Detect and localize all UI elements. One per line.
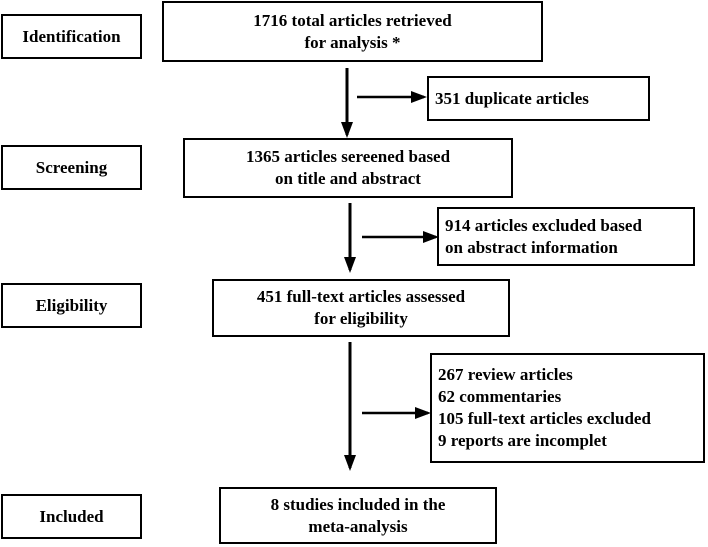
stage-included-label: Included bbox=[39, 506, 104, 526]
screened-box: 1365 articles sereened based on title an… bbox=[183, 138, 513, 198]
screened-line-1: 1365 articles sereened based bbox=[245, 147, 451, 166]
eligible-line-2: for eligibility bbox=[314, 309, 408, 328]
included-line-1: 8 studies included in the bbox=[270, 494, 446, 514]
stage-eligibility-label: Eligibility bbox=[35, 295, 108, 315]
identified-line-2: for analysis * bbox=[304, 32, 401, 52]
stage-screening: Screening bbox=[1, 145, 142, 190]
included-line-2: meta-analysis bbox=[308, 516, 408, 536]
duplicates-box: 351 duplicate articles bbox=[427, 76, 650, 121]
excluded-abstract-line-2: on abstract information bbox=[445, 237, 618, 257]
stage-identification: Identification bbox=[1, 14, 142, 59]
eligible-box: 451 full-text articles assessed for elig… bbox=[212, 279, 510, 337]
stage-eligibility: Eligibility bbox=[1, 283, 142, 328]
stage-identification-label: Identification bbox=[22, 26, 121, 46]
excluded-fulltext-line-4: 9 reports are incomplet bbox=[438, 431, 607, 450]
excluded-fulltext-line-1: 267 review articles bbox=[438, 365, 573, 384]
excluded-abstract-box: 914 articles excluded based on abstract … bbox=[437, 207, 695, 266]
excluded-fulltext-line-3: 105 full-text articles excluded bbox=[438, 409, 651, 428]
stage-included: Included bbox=[1, 494, 142, 539]
excluded-fulltext-box: 267 review articles 62 commentaries 105 … bbox=[430, 353, 705, 463]
duplicates-line-1: 351 duplicate articles bbox=[435, 88, 589, 108]
excluded-fulltext-line-2: 62 commentaries bbox=[438, 387, 562, 406]
screened-line-2: on title and abstract bbox=[275, 169, 421, 188]
excluded-abstract-line-1: 914 articles excluded based bbox=[445, 215, 642, 235]
eligible-line-1: 451 full-text articles assessed bbox=[256, 287, 466, 306]
stage-screening-label: Screening bbox=[35, 157, 108, 177]
identified-line-1: 1716 total articles retrieved bbox=[253, 10, 452, 30]
identified-box: 1716 total articles retrieved for analys… bbox=[162, 1, 543, 62]
included-box: 8 studies included in the meta-analysis bbox=[219, 487, 497, 544]
